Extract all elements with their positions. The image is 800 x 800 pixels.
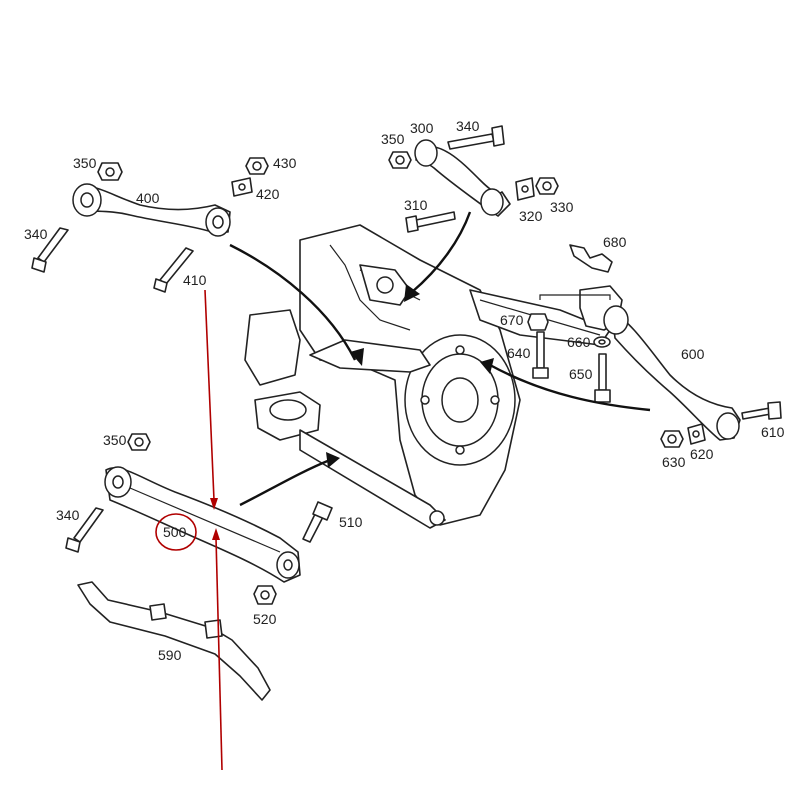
label-650: 650: [569, 366, 593, 382]
bracket-680: [569, 244, 613, 273]
red-line-up: [215, 537, 223, 771]
label-610: 610: [761, 424, 785, 440]
lower-control-arm-500: [104, 466, 301, 583]
label-600: 600: [681, 346, 705, 362]
nut-430: [245, 157, 269, 175]
bolt-340-top: [447, 125, 505, 150]
label-640: 640: [507, 345, 531, 361]
bolt-510: [302, 501, 333, 543]
bolt-610: [741, 401, 782, 420]
label-510: 510: [339, 514, 363, 530]
label-300: 300: [410, 120, 434, 136]
arrow-600-to-carrier: [489, 363, 651, 412]
cover-590: [77, 581, 271, 701]
label-350-b: 350: [381, 131, 405, 147]
nut-520: [253, 585, 277, 605]
washer-660: [593, 336, 611, 348]
label-670: 670: [500, 312, 524, 328]
label-520: 520: [253, 611, 277, 627]
bracket-line-680: [539, 294, 611, 300]
label-660: 660: [567, 334, 591, 350]
label-330: 330: [550, 199, 574, 215]
label-630: 630: [662, 454, 686, 470]
part-labels: 350 430 420 400 340 410 350 300 340 310 …: [24, 118, 785, 663]
label-340-c: 340: [56, 507, 80, 523]
label-680: 680: [603, 234, 627, 250]
red-highlight-lines: [155, 289, 223, 771]
upper-link-300: [414, 139, 511, 217]
nut-350-top-middle: [388, 151, 412, 169]
label-340-b: 340: [456, 118, 480, 134]
nut-350-top-left: [97, 162, 123, 181]
nut-630: [660, 430, 684, 448]
bolt-310: [405, 211, 456, 233]
bolt-410: [153, 247, 194, 293]
washer-620: [687, 423, 706, 445]
washer-320: [515, 177, 535, 201]
highlight-circle-500: [155, 513, 197, 551]
label-340-a: 340: [24, 226, 48, 242]
nut-330: [535, 177, 559, 195]
red-line-down: [204, 289, 215, 501]
label-620: 620: [690, 446, 714, 462]
bolt-340-left: [31, 227, 69, 273]
nut-350-lower: [127, 433, 151, 451]
washer-420: [231, 177, 253, 197]
wheel-carrier: [244, 224, 611, 529]
label-430: 430: [273, 155, 297, 171]
label-350-a: 350: [73, 155, 97, 171]
upper-control-arm-400: [72, 183, 231, 237]
label-500: 500: [163, 524, 187, 540]
label-320: 320: [519, 208, 543, 224]
label-590: 590: [158, 647, 182, 663]
arrow-500-to-carrier: [239, 458, 331, 507]
label-400: 400: [136, 190, 160, 206]
arrow-300-to-carrier: [411, 211, 472, 293]
trailing-arm-600: [579, 285, 741, 441]
nut-670: [527, 313, 549, 331]
arrow-400-to-carrier: [229, 243, 357, 361]
assembly-arrows: [229, 211, 651, 507]
bolt-650: [594, 353, 611, 403]
label-420: 420: [256, 186, 280, 202]
label-350-c: 350: [103, 432, 127, 448]
label-310: 310: [404, 197, 428, 213]
bolt-340-lower: [65, 507, 104, 553]
bolt-640: [532, 331, 549, 379]
label-410: 410: [183, 272, 207, 288]
